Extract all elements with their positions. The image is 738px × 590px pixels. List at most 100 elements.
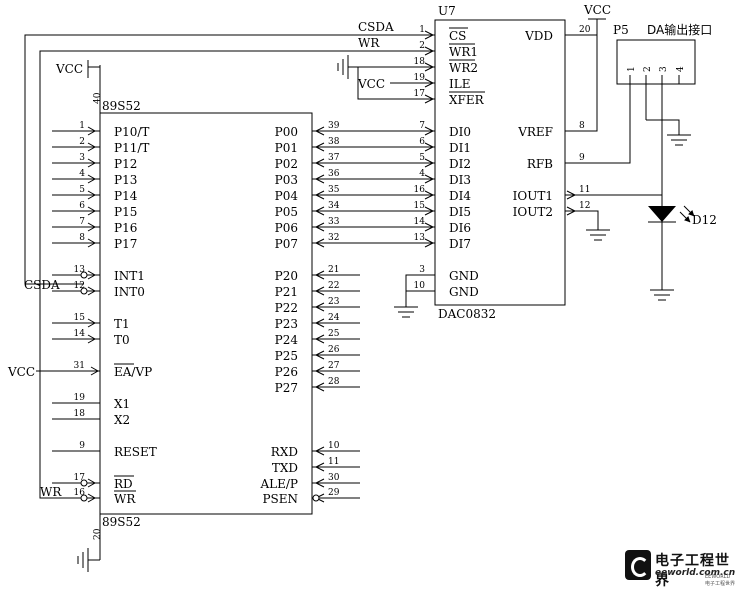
pin-arrow-icon: [424, 62, 435, 72]
wr-label-left: WR: [40, 485, 62, 499]
dac-gnd-wire: [405, 274, 435, 307]
dac-pin-label: DI2: [449, 157, 471, 171]
mcu-pin-number: 13: [74, 265, 86, 275]
pin-arrow-icon: [87, 493, 97, 503]
mcu-pin-label: X1: [114, 397, 130, 411]
logo-tagline: EEWORLD 电子工程世界: [705, 574, 736, 587]
mcu-pin-number: 27: [328, 361, 340, 371]
dac-pin-label: DI6: [449, 221, 471, 235]
mcu-pin-number: 25: [328, 329, 340, 339]
iout1-wire: [565, 84, 663, 196]
mcu-pin-number: 9: [79, 441, 85, 451]
dac-pin-label: DI4: [449, 189, 471, 203]
mcu-pin-label: P02: [275, 157, 298, 171]
mcu-pin-label: ALE/P: [259, 477, 298, 491]
mcu-pin-label: P14: [114, 189, 138, 203]
mcu-pin-label: EA/VP: [114, 365, 152, 379]
mcu-pin-number: 36: [328, 169, 340, 179]
dac-pin-number: 3: [419, 265, 425, 275]
dac-pin-number: 14: [414, 217, 426, 227]
dac-pin-number: 1: [419, 25, 425, 35]
pin-arrow-icon: [87, 334, 97, 344]
connector-pin-number: 2: [643, 66, 653, 72]
eeworld-logo-icon: [625, 550, 651, 580]
pin-arrow-icon: [87, 142, 97, 152]
mcu-pin-label: P11/T: [114, 141, 149, 155]
mcu-pin-number: 6: [79, 201, 85, 211]
mcu-pin-label: X2: [114, 413, 130, 427]
mcu-pin-number: 28: [328, 377, 340, 387]
dac-pin-label: IOUT2: [513, 205, 553, 219]
wr-label-top: WR: [358, 36, 380, 50]
pin-arrow-icon: [87, 222, 97, 232]
led-ray-icon: [683, 205, 695, 217]
pin40-number: 40: [93, 92, 103, 104]
mcu-pin-label: P12: [114, 157, 137, 171]
dac-pin-number: 2: [419, 41, 425, 51]
dac-pin-label: VDD: [524, 29, 553, 43]
dac-pin-number: 11: [579, 185, 590, 195]
dac-ref: U7: [438, 4, 456, 18]
mcu-pin-label: P04: [275, 189, 299, 203]
pin-bubble-icon: [312, 494, 320, 502]
iout2-wire: [565, 210, 599, 230]
dac-pin-number: 4: [419, 169, 425, 179]
mcu-pin-number: 24: [328, 313, 340, 323]
pin-arrow-icon: [314, 382, 325, 392]
mcu-pin-label: P17: [114, 237, 137, 251]
pin-bubble-icon: [80, 494, 88, 502]
pin-arrow-icon: [424, 30, 435, 40]
mcu-pin-label: RD: [114, 477, 133, 491]
mcu-pin-label: P00: [275, 125, 298, 139]
logo-title: 电子工程世界: [655, 553, 730, 589]
dac-pin-label: GND: [449, 285, 479, 299]
dac-pin-label: DI0: [449, 125, 471, 139]
mcu-pin-label: P10/T: [114, 125, 149, 139]
dac-pin-label: RFB: [527, 157, 553, 171]
connector-p5-body: [616, 39, 696, 85]
pin-arrow-icon: [424, 46, 435, 56]
pin-bubble-icon: [80, 479, 88, 487]
mcu-pin-label: P22: [275, 301, 298, 315]
dac-pin-label: XFER: [449, 93, 485, 107]
dac-pin-label: GND: [449, 269, 479, 283]
mcu-pin-number: 7: [79, 217, 85, 227]
pin-arrow-icon: [424, 142, 435, 152]
pin-arrow-icon: [424, 222, 435, 232]
vcc-label-mcu: VCC: [55, 62, 83, 76]
connector-pin-number: 1: [627, 66, 637, 72]
pin-arrow-icon: [87, 478, 97, 488]
pin-arrow-icon: [87, 238, 97, 248]
mcu-pin-label: TXD: [272, 461, 298, 475]
dac-pin-label: ILE: [449, 77, 470, 91]
pin-arrow-icon: [424, 158, 435, 168]
dac-pin-number: 18: [414, 57, 426, 67]
mcu-pin-label: PSEN: [262, 492, 298, 506]
mcu-pin-number: 15: [74, 313, 86, 323]
dac-pin-label: DI5: [449, 205, 471, 219]
dac-pin-number: 16: [414, 185, 426, 195]
pin-arrow-icon: [314, 318, 325, 328]
mcu-pin-number: 30: [328, 473, 340, 483]
mcu-pin-label: P25: [275, 349, 298, 363]
eeworld-logo: 电子工程世界 eeworld.com.cn EEWORLD 电子工程世界: [625, 548, 736, 589]
pin-arrow-icon: [314, 462, 325, 472]
pin-arrow-icon: [314, 366, 325, 376]
dac-pin-number: 6: [419, 137, 425, 147]
mcu-pin-label: INT1: [114, 269, 145, 283]
pin-arrow-icon: [87, 318, 97, 328]
mcu-pin-number: 33: [328, 217, 340, 227]
mcu-name-top: 89S52: [102, 99, 141, 113]
mcu-pin-number: 34: [328, 201, 340, 211]
p5-pin2-wire: [646, 119, 680, 135]
mcu-pin-number: 23: [328, 297, 340, 307]
dac-pin-number: 12: [579, 201, 590, 211]
dac-pin-number: 15: [414, 201, 426, 211]
mcu-pin-label: RESET: [114, 445, 157, 459]
mcu-pin-number: 29: [328, 488, 340, 498]
mcu-pin-number: 31: [74, 361, 85, 371]
mcu-pin-number: 11: [328, 457, 339, 467]
